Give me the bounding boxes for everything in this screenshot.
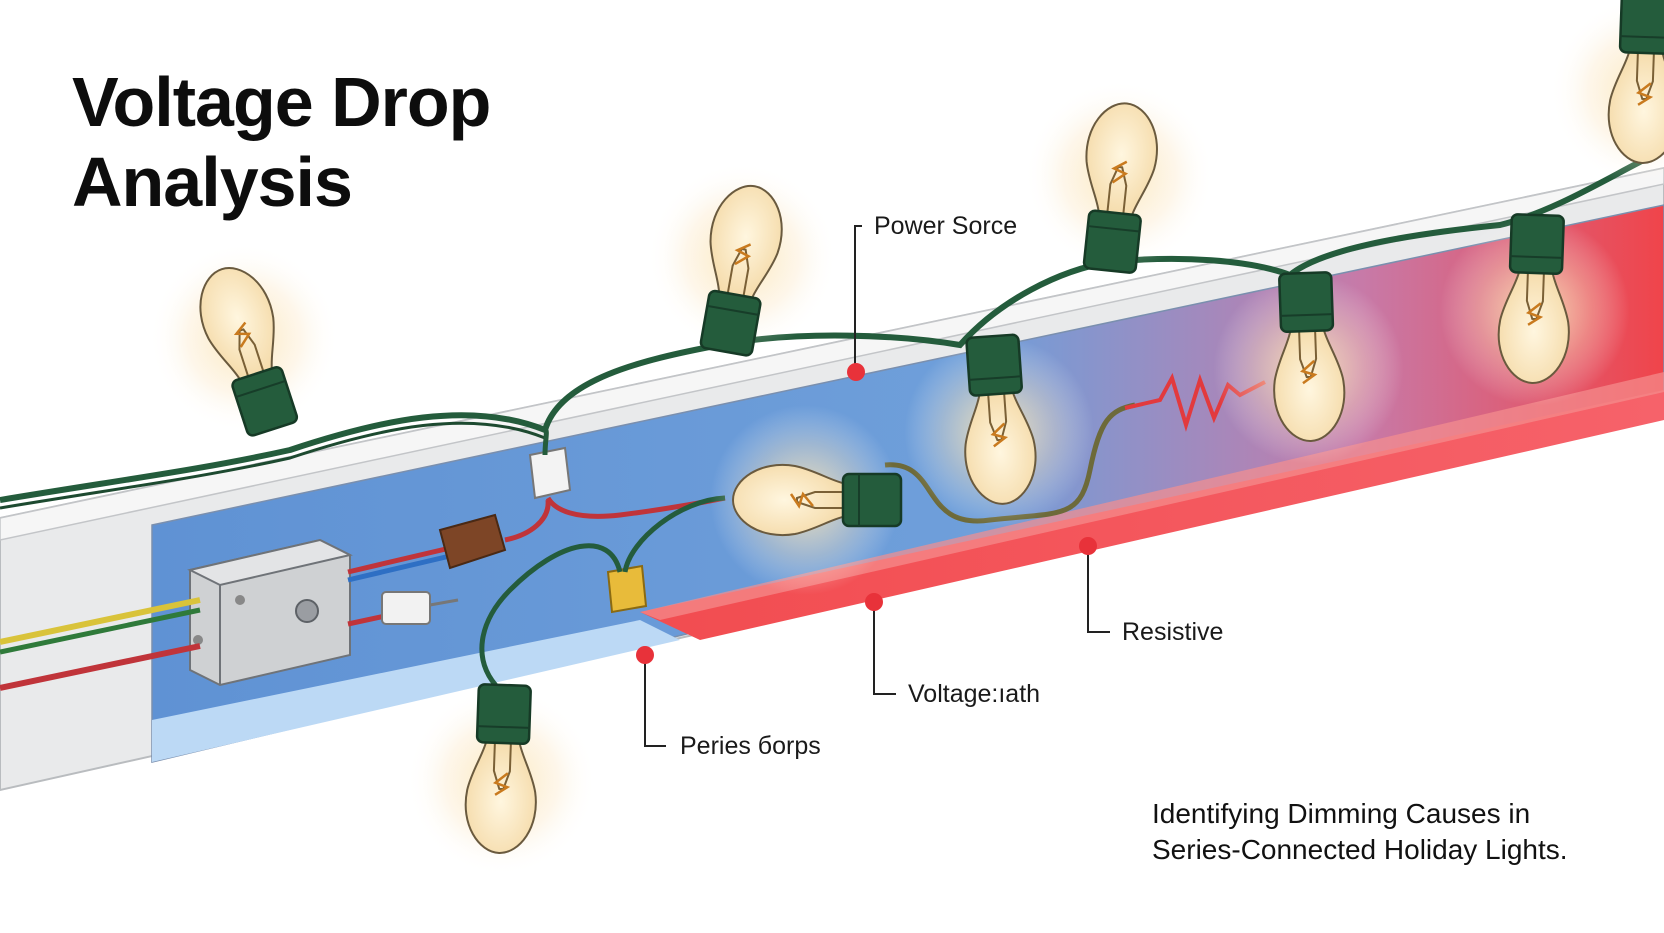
page-title: Voltage Drop Analysis xyxy=(72,62,491,222)
subtitle: Identifying Dimming Causes in Series-Con… xyxy=(1152,796,1568,868)
callout-series-bulbs: Peries бorps xyxy=(680,732,821,760)
title-line-1: Voltage Drop xyxy=(72,63,491,141)
callout-power-source: Power Sorce xyxy=(874,212,1018,240)
marker-voltage-path xyxy=(865,593,883,611)
subtitle-line-1: Identifying Dimming Causes in xyxy=(1152,798,1531,829)
callout-resistive: Resistive xyxy=(1122,618,1224,646)
callout-voltage-path: Voltage:ıath xyxy=(908,680,1041,708)
marker-power-source xyxy=(847,363,865,381)
marker-series-bulbs xyxy=(636,646,654,664)
subtitle-line-2: Series-Connected Holiday Lights. xyxy=(1152,834,1568,865)
marker-resistive xyxy=(1079,537,1097,555)
title-line-2: Analysis xyxy=(72,143,353,221)
